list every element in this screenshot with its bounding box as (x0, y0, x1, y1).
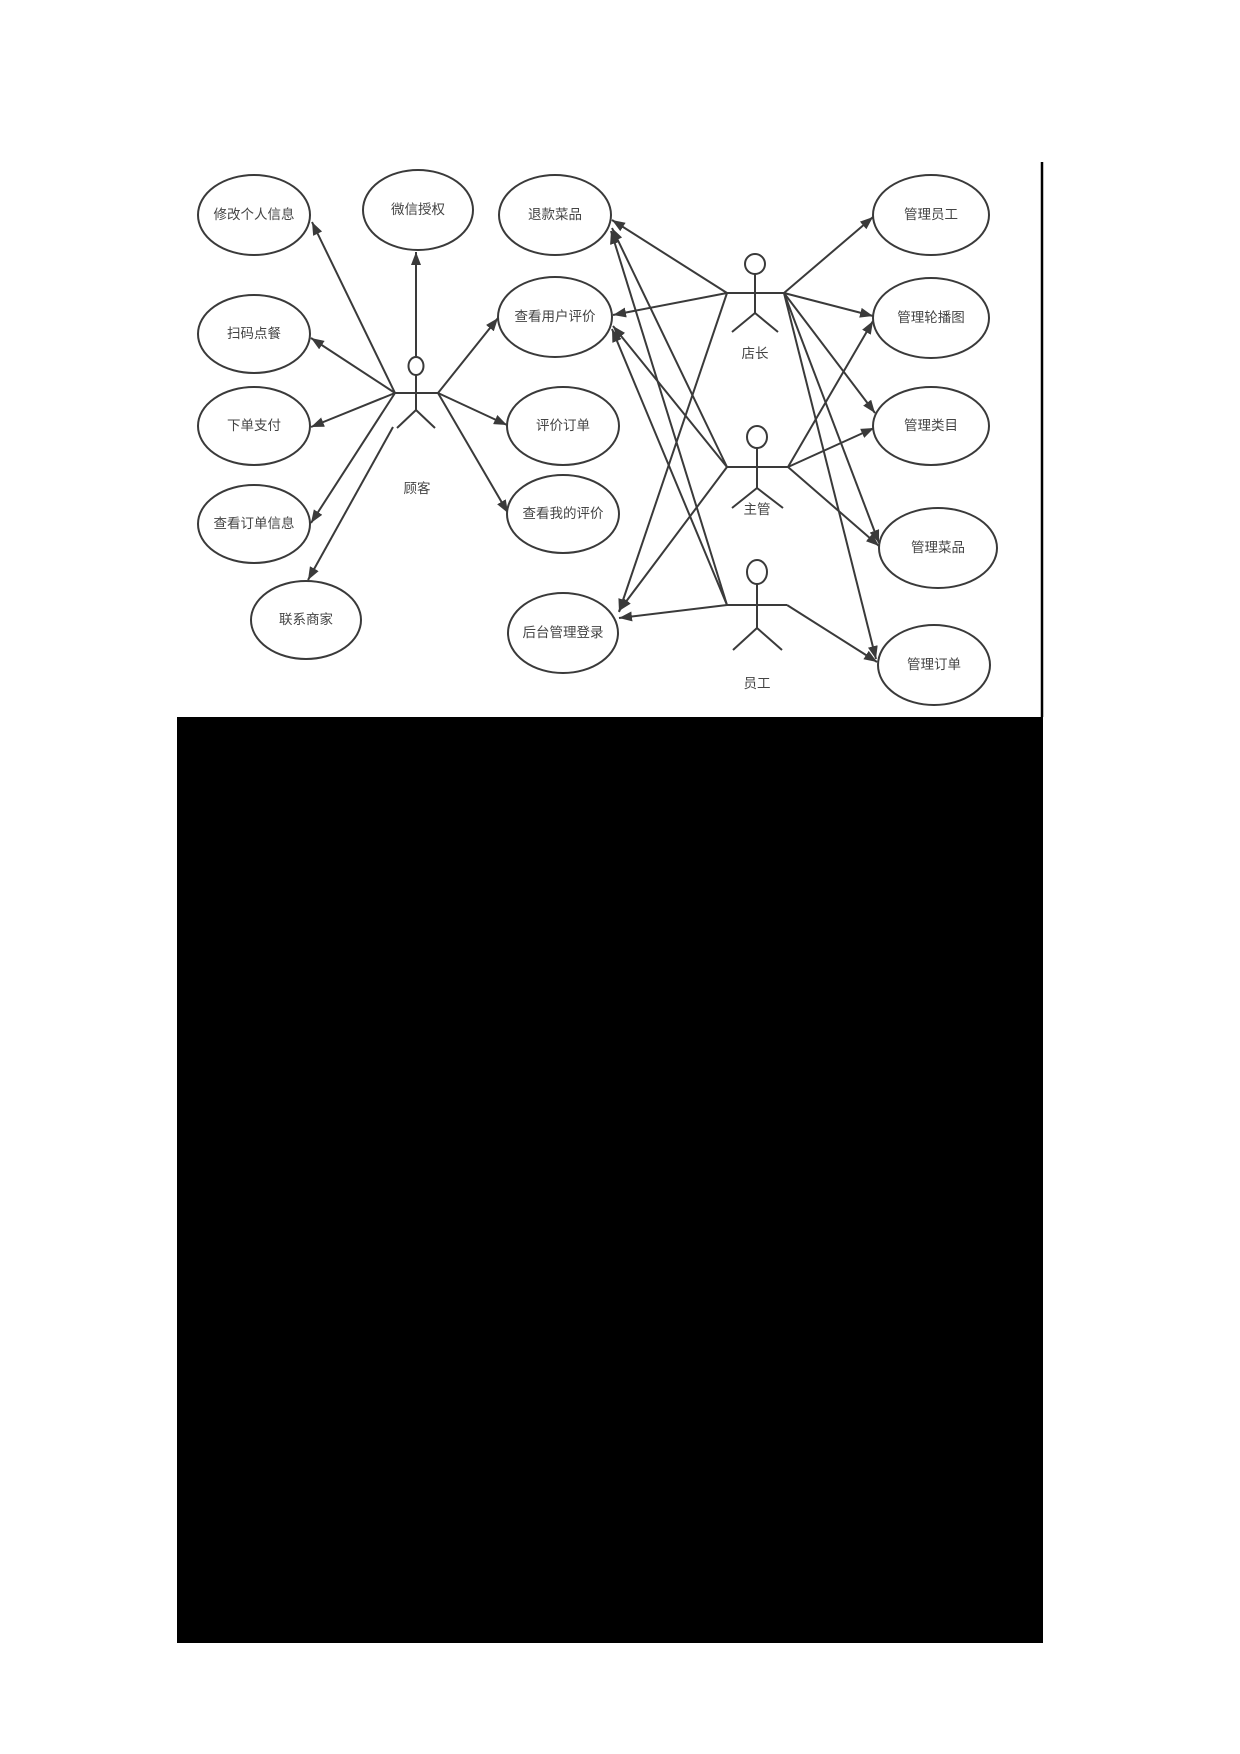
actor-store-manager: 店长 (727, 253, 784, 362)
use-case-label: 管理菜品 (911, 540, 965, 556)
actor-label: 员工 (744, 676, 771, 692)
use-case-label: 管理员工 (904, 207, 958, 223)
edge-supervisor-manage-categories (787, 427, 875, 468)
use-case-label: 修改个人信息 (214, 206, 295, 223)
actor-label: 主管 (744, 502, 771, 518)
edge-manager-refund-dish (611, 219, 728, 294)
use-case-label: 查看订单信息 (214, 515, 295, 532)
stick-figure-icon (727, 559, 787, 651)
actor-supervisor: 主管 (727, 425, 788, 518)
edge-manager-view-user-reviews (612, 292, 728, 318)
use-case-contact-merchant: 联系商家 (250, 580, 362, 660)
use-case-manage-carousel: 管理轮播图 (872, 277, 990, 359)
use-case-label: 查看我的评价 (523, 506, 604, 522)
use-case-label: 查看用户评价 (515, 308, 596, 325)
associations (307, 216, 880, 663)
actor-label: 店长 (742, 346, 770, 362)
actor-customer: 顾客 (395, 356, 438, 497)
use-case-label: 评价订单 (536, 418, 590, 434)
edge-customer-view-orders (310, 392, 396, 524)
edge-staff-refund-dish (610, 230, 728, 606)
redacted-block (177, 717, 1043, 1643)
stick-figure-icon (727, 425, 788, 509)
use-case-refund-dish: 退款菜品 (498, 174, 612, 256)
use-case-view-my-reviews: 查看我的评价 (506, 474, 620, 554)
use-case-label: 后台管理登录 (523, 625, 604, 641)
edge-manager-admin-login (618, 292, 728, 613)
use-case-place-pay: 下单支付 (197, 386, 311, 466)
use-case-view-orders: 查看订单信息 (197, 484, 311, 564)
edge-manager-manage-staff (783, 216, 874, 294)
edge-customer-place-pay (310, 392, 396, 428)
edge-supervisor-admin-login (618, 466, 728, 612)
edge-customer-edit-profile (311, 221, 396, 394)
edge-manager-manage-categories (783, 292, 876, 414)
edge-customer-review-order (437, 392, 508, 426)
edge-manager-manage-orders (783, 292, 878, 660)
use-case-review-order: 评价订单 (506, 386, 620, 466)
edge-manager-manage-carousel (783, 292, 874, 318)
use-case-label: 管理轮播图 (897, 310, 965, 326)
use-case-label: 微信授权 (391, 201, 445, 218)
use-case-wechat-auth: 微信授权 (362, 169, 474, 251)
use-case-manage-categories: 管理类目 (872, 386, 990, 466)
use-case-label: 扫码点餐 (227, 326, 281, 342)
use-case-label: 联系商家 (279, 611, 333, 628)
stick-figure-icon (727, 253, 784, 333)
actor-staff: 员工 (727, 559, 787, 692)
use-case-edit-profile: 修改个人信息 (197, 174, 311, 256)
edge-customer-view-user-reviews (437, 317, 499, 394)
edge-staff-view-user-reviews (611, 328, 728, 606)
edge-supervisor-manage-carousel (787, 320, 874, 468)
use-case-label: 管理类目 (904, 418, 958, 434)
edge-manager-manage-dishes (783, 292, 880, 544)
use-case-view-user-reviews: 查看用户评价 (497, 276, 613, 358)
edge-supervisor-refund-dish (611, 227, 728, 468)
use-case-label: 管理订单 (907, 657, 961, 673)
use-case-admin-login: 后台管理登录 (507, 592, 619, 674)
edge-supervisor-view-user-reviews (612, 325, 728, 468)
stick-figure-icon (395, 356, 438, 429)
edge-staff-manage-orders (786, 604, 878, 663)
edge-staff-admin-login (618, 604, 728, 622)
use-case-manage-orders: 管理订单 (877, 624, 991, 706)
use-case-manage-dishes: 管理菜品 (878, 507, 998, 589)
edge-customer-view-my-reviews (437, 392, 509, 514)
edge-customer-contact-merchant (307, 426, 394, 581)
use-case-manage-staff: 管理员工 (872, 174, 990, 256)
edge-supervisor-manage-dishes (787, 466, 880, 547)
edge-customer-scan-order (310, 337, 396, 394)
use-case-label: 下单支付 (227, 418, 281, 434)
use-case-label: 退款菜品 (528, 207, 582, 223)
actor-label: 顾客 (404, 480, 431, 497)
use-case-scan-order: 扫码点餐 (197, 294, 311, 374)
